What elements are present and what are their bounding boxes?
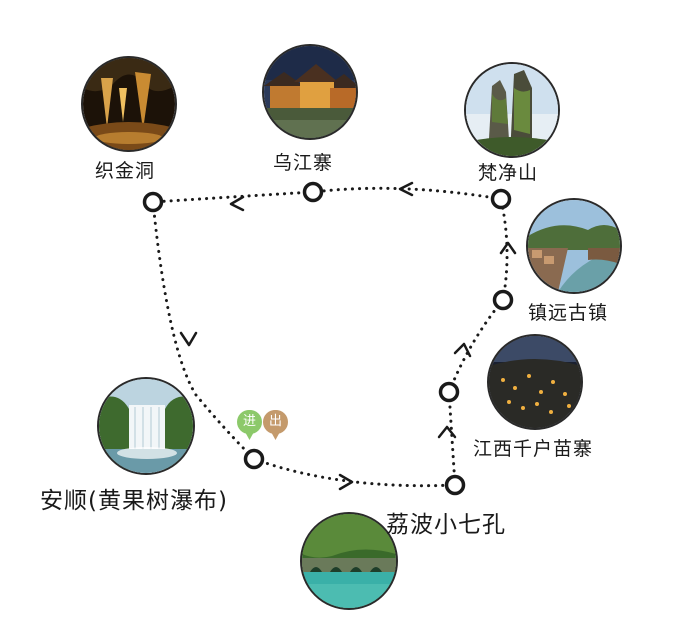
route-wujiang-to-zhijin [151, 190, 315, 204]
stop-label-xijiang: 江西千户苗寨 [473, 438, 594, 460]
route-anshun-to-libo [252, 457, 457, 488]
route-libo-to-xijiang [447, 390, 457, 487]
arrow-to-zhijin [229, 195, 245, 212]
stop-node-fanjing [490, 188, 512, 210]
enter-marker-label: 进 [242, 414, 256, 429]
stop-label-anshun: 安顺(黄果树瀑布) [40, 488, 228, 514]
miao-village-photo [487, 334, 583, 430]
route-zhenyuan-to-fanjing [499, 197, 509, 302]
waterfall-photo [97, 377, 195, 475]
arrow-up-to-zhenyuan [453, 342, 472, 358]
exit-marker-label: 出 [268, 414, 282, 429]
route-fanjing-to-wujiang [311, 186, 503, 201]
village-photo [262, 44, 358, 140]
arrow-up-to-xijiang [437, 425, 457, 439]
stop-label-libo: 荔波小七孔 [386, 512, 506, 538]
cave-photo [81, 56, 177, 152]
stop-node-libo [444, 474, 466, 496]
arrow-to-wujiang [398, 181, 414, 197]
old-town-photo [526, 198, 622, 294]
lake-bridge-photo [300, 512, 398, 610]
stop-node-xijiang [438, 381, 460, 403]
stop-label-zhenyuan: 镇远古镇 [528, 302, 609, 324]
mountain-photo [464, 62, 560, 158]
arrow-down-zhijin-anshun [179, 331, 198, 347]
stop-label-wujiangzhai: 乌江寨 [273, 152, 334, 174]
stop-node-anshun [243, 448, 265, 470]
stop-label-zhijindong: 织金洞 [95, 160, 156, 182]
marker-tails [244, 430, 281, 440]
arrow-up-to-fanjing [499, 241, 517, 255]
arrow-to-libo [338, 473, 354, 491]
stop-node-wujiang [302, 181, 324, 203]
stop-label-fanjingshan: 梵净山 [478, 162, 539, 184]
stop-node-zhijin [142, 191, 164, 213]
stop-node-zhenyuan [492, 289, 514, 311]
